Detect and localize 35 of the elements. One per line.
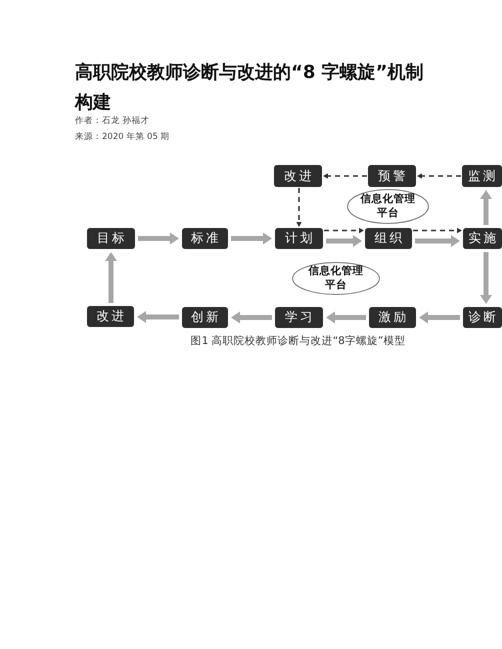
- platform-ellipse: 信息化管理平台: [292, 262, 380, 295]
- platform-ellipse: 信息化管理平台: [347, 189, 429, 224]
- process-box: 改进: [274, 165, 322, 187]
- author-line: 作者：石龙 孙福才: [75, 116, 150, 127]
- process-box: 诊断: [463, 307, 502, 328]
- dashed-arrow: [323, 173, 367, 179]
- process-box: 创新: [182, 307, 228, 328]
- process-box: 标准: [182, 228, 228, 249]
- arrow: [419, 312, 460, 324]
- arrow: [326, 312, 366, 324]
- arrow: [415, 235, 460, 247]
- process-box: 组织: [365, 228, 412, 249]
- dashed-arrow: [417, 173, 461, 179]
- process-box: 改进: [87, 306, 134, 327]
- process-box: 学习: [275, 307, 323, 328]
- process-box: 监测: [462, 165, 502, 187]
- process-box: 目标: [87, 228, 135, 249]
- arrow: [231, 312, 272, 324]
- process-box: 预警: [368, 165, 416, 187]
- figure-caption: 图1 高职院校教师诊断与改进“8字螺旋”模型: [190, 335, 406, 348]
- title: 高职院校教师诊断与改进的“8 字螺旋”机制构建: [75, 61, 424, 115]
- dashed-arrow: [324, 228, 364, 234]
- arrow: [326, 235, 362, 247]
- process-box: 实施: [463, 228, 502, 249]
- process-box: 激励: [369, 307, 416, 328]
- arrow: [480, 190, 492, 225]
- arrow: [480, 252, 492, 304]
- arrow: [137, 311, 179, 323]
- arrow: [231, 232, 272, 244]
- dashed-arrow: [296, 188, 302, 227]
- source-line: 来源：2020 年第 05 期: [75, 132, 170, 143]
- arrow: [138, 232, 179, 244]
- arrow: [105, 252, 117, 303]
- dashed-arrow: [413, 228, 462, 234]
- process-box: 计划: [275, 228, 323, 249]
